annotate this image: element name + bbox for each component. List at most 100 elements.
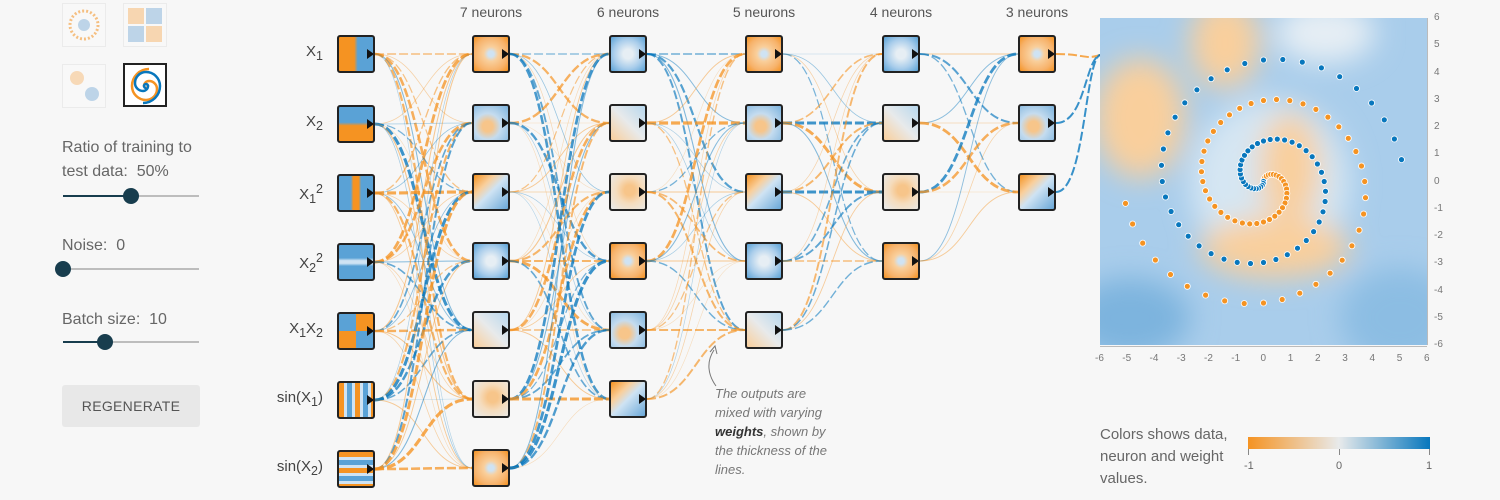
hidden-neuron[interactable] xyxy=(882,173,920,211)
weight-link[interactable] xyxy=(919,52,1019,194)
weight-link[interactable] xyxy=(509,398,610,469)
hidden-neuron[interactable] xyxy=(472,104,510,142)
weight-link[interactable] xyxy=(374,121,473,264)
hidden-neuron[interactable] xyxy=(609,380,647,418)
weight-link[interactable] xyxy=(919,53,1019,124)
hidden-neuron[interactable] xyxy=(745,173,783,211)
weight-link[interactable] xyxy=(646,329,746,400)
weight-link[interactable] xyxy=(646,53,746,124)
weight-link[interactable] xyxy=(374,52,473,264)
weight-link[interactable] xyxy=(646,122,746,193)
hidden-neuron[interactable] xyxy=(472,311,510,349)
weight-link[interactable] xyxy=(374,53,473,125)
weight-link[interactable] xyxy=(646,53,746,193)
weight-link[interactable] xyxy=(782,260,883,331)
output-weight-link[interactable] xyxy=(1055,53,1101,58)
weight-link[interactable] xyxy=(509,121,610,263)
hidden-neuron[interactable] xyxy=(472,242,510,280)
weight-link[interactable] xyxy=(374,122,473,332)
noise-slider-knob[interactable] xyxy=(55,261,71,277)
weight-link[interactable] xyxy=(509,53,610,193)
weight-link[interactable] xyxy=(374,398,473,401)
output-weight-link[interactable] xyxy=(1055,54,1101,124)
batch-slider[interactable] xyxy=(63,334,199,350)
weight-link[interactable] xyxy=(374,330,473,469)
weight-link[interactable] xyxy=(782,191,883,331)
weight-link[interactable] xyxy=(374,121,473,402)
weight-link[interactable] xyxy=(646,260,746,400)
weight-link[interactable] xyxy=(374,191,473,401)
weight-link[interactable] xyxy=(782,53,883,262)
weight-link[interactable] xyxy=(374,53,473,194)
hidden-neuron[interactable] xyxy=(472,380,510,418)
weight-link[interactable] xyxy=(919,191,1019,262)
weight-link[interactable] xyxy=(782,53,883,193)
weight-link[interactable] xyxy=(374,53,473,124)
hidden-neuron[interactable] xyxy=(745,35,783,73)
hidden-neuron[interactable] xyxy=(472,35,510,73)
hidden-neuron[interactable] xyxy=(609,35,647,73)
weight-link[interactable] xyxy=(509,52,610,401)
hidden-neuron[interactable] xyxy=(609,104,647,142)
weight-link[interactable] xyxy=(509,259,610,470)
weight-link[interactable] xyxy=(919,52,1019,125)
hidden-neuron[interactable] xyxy=(1018,35,1056,73)
weight-link[interactable] xyxy=(509,122,610,193)
weight-link[interactable] xyxy=(374,260,473,470)
weight-link[interactable] xyxy=(782,53,883,331)
weight-link[interactable] xyxy=(509,53,610,469)
weight-link[interactable] xyxy=(509,53,610,262)
weight-link[interactable] xyxy=(374,53,473,470)
input-feature-node[interactable] xyxy=(337,243,375,281)
hidden-neuron[interactable] xyxy=(1018,104,1056,142)
weight-link[interactable] xyxy=(646,53,746,331)
weight-link[interactable] xyxy=(919,121,1019,194)
weight-link[interactable] xyxy=(374,53,473,332)
hidden-neuron[interactable] xyxy=(882,104,920,142)
dataset-circle-thumb[interactable] xyxy=(62,3,106,47)
weight-link[interactable] xyxy=(509,53,610,262)
weight-link[interactable] xyxy=(782,53,883,124)
weight-link[interactable] xyxy=(374,329,473,470)
weight-link[interactable] xyxy=(509,122,610,262)
weight-link[interactable] xyxy=(374,397,473,471)
weight-link[interactable] xyxy=(919,53,1019,262)
hidden-neuron[interactable] xyxy=(745,242,783,280)
weight-link[interactable] xyxy=(646,53,746,331)
input-feature-node[interactable] xyxy=(337,35,375,73)
dataset-gaussian-thumb[interactable] xyxy=(62,64,106,108)
ratio-slider-knob[interactable] xyxy=(123,188,139,204)
weight-link[interactable] xyxy=(782,122,883,331)
ratio-slider[interactable] xyxy=(63,188,199,204)
weight-link[interactable] xyxy=(509,122,610,469)
input-feature-node[interactable] xyxy=(337,381,375,419)
weight-link[interactable] xyxy=(646,122,746,262)
weight-link[interactable] xyxy=(509,53,610,331)
output-weight-link[interactable] xyxy=(1055,54,1101,193)
noise-slider[interactable] xyxy=(55,261,199,277)
weight-link[interactable] xyxy=(646,191,746,331)
dataset-xor-thumb[interactable] xyxy=(123,3,167,47)
input-feature-node[interactable] xyxy=(337,312,375,350)
hidden-neuron[interactable] xyxy=(882,35,920,73)
hidden-neuron[interactable] xyxy=(745,311,783,349)
hidden-neuron[interactable] xyxy=(472,173,510,211)
input-feature-node[interactable] xyxy=(337,174,375,212)
hidden-neuron[interactable] xyxy=(882,242,920,280)
hidden-neuron[interactable] xyxy=(609,311,647,349)
regenerate-button[interactable]: REGENERATE xyxy=(62,385,200,427)
hidden-neuron[interactable] xyxy=(609,242,647,280)
weight-link[interactable] xyxy=(646,53,746,124)
weight-link[interactable] xyxy=(509,328,610,470)
weight-link[interactable] xyxy=(509,52,610,125)
hidden-neuron[interactable] xyxy=(1018,173,1056,211)
weight-link[interactable] xyxy=(374,466,473,471)
batch-slider-knob[interactable] xyxy=(97,334,114,350)
weight-link[interactable] xyxy=(374,121,473,471)
weight-link[interactable] xyxy=(374,53,473,401)
weight-link[interactable] xyxy=(509,190,610,470)
weight-link[interactable] xyxy=(646,122,746,331)
hidden-neuron[interactable] xyxy=(472,449,510,487)
hidden-neuron[interactable] xyxy=(609,173,647,211)
weight-link[interactable] xyxy=(646,260,746,331)
